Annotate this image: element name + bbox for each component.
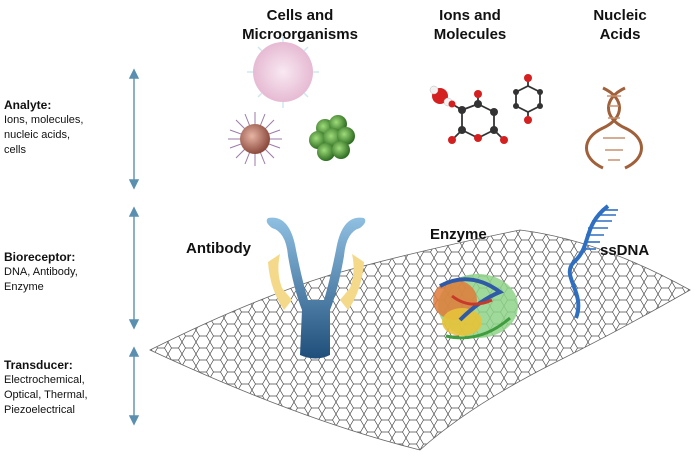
header-nucleic: Nucleic Acids [570, 6, 670, 44]
analyte-title: Analyte: [4, 98, 52, 112]
transducer-item: Electrochemical, [4, 374, 85, 386]
ssdna-icon [567, 204, 618, 319]
transducer-item: Optical, Thermal, [4, 389, 88, 401]
transducer-item: Piezoelectrical [4, 404, 75, 416]
analyte-item: nucleic acids, [4, 129, 71, 141]
arrow-analyte [128, 68, 140, 190]
graphene-sheet [149, 229, 691, 451]
virus-brown-icon [228, 112, 282, 166]
antibody-icon [266, 217, 366, 359]
header-cells: Cells and Microorganisms [215, 6, 385, 44]
arrow-transducer [128, 346, 140, 426]
bioreceptor-item: Enzyme [4, 281, 44, 293]
phenol-atoms [513, 74, 543, 124]
transducer-label-block: Transducer: Electrochemical, Optical, Th… [4, 358, 88, 418]
glucose-atoms [448, 90, 508, 144]
bioreceptor-label-block: Bioreceptor: DNA, Antibody, Enzyme [4, 250, 78, 295]
analyte-label-block: Analyte: Ions, molecules, nucleic acids,… [4, 98, 83, 158]
header-cells-line2: Microorganisms [242, 26, 358, 43]
bioreceptor-item: DNA, Antibody, [4, 266, 78, 278]
enzyme-icon [433, 274, 518, 340]
analyte-item: cells [4, 144, 27, 156]
antibody-label: Antibody [186, 240, 251, 257]
bacteria-green-icon [309, 115, 355, 161]
header-nucleic-line1: Nucleic [593, 7, 647, 24]
analyte-item: Ions, molecules, [4, 114, 84, 126]
arrow-bioreceptor [128, 206, 140, 330]
header-ions-line2: Molecules [433, 26, 507, 43]
transducer-title: Transducer: [4, 358, 73, 372]
virus-pink-icon [247, 36, 319, 108]
header-ions-line1: Ions and [439, 7, 501, 24]
phenol-molecule-icon [515, 78, 541, 120]
bioreceptor-title: Bioreceptor: [4, 250, 76, 264]
dna-helix-icon [585, 86, 643, 170]
header-cells-line1: Cells and [266, 7, 334, 24]
ssdna-label: ssDNA [600, 242, 650, 259]
header-nucleic-line2: Acids [599, 26, 641, 43]
header-ions: Ions and Molecules [410, 6, 530, 44]
enzyme-label: Enzyme [430, 226, 487, 243]
